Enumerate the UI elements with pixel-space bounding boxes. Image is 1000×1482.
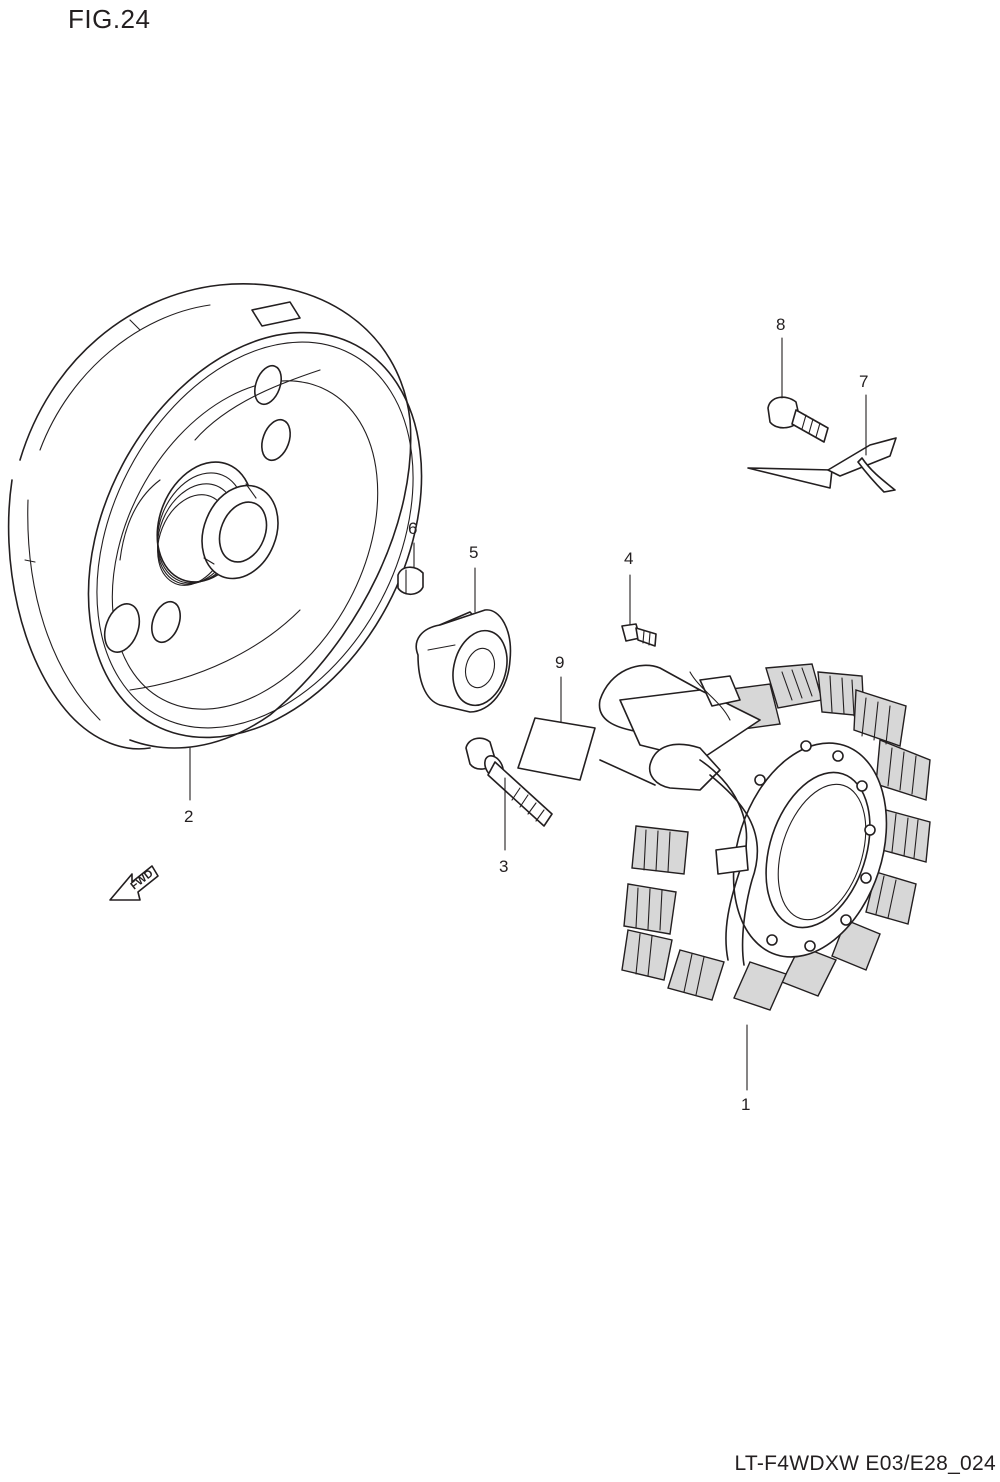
screw[interactable] (621, 623, 657, 647)
figure-title: FIG.24 (68, 4, 151, 34)
callout-6: 6 (408, 519, 417, 538)
callout-numbers: 1 2 3 4 5 6 7 8 9 (184, 315, 868, 1114)
clamp-bolt[interactable] (767, 396, 829, 443)
label[interactable] (517, 717, 596, 781)
callout-1: 1 (741, 1095, 750, 1114)
callout-5: 5 (469, 543, 478, 562)
callout-2: 2 (184, 807, 193, 826)
forward-arrow-icon (109, 865, 159, 901)
flywheel-rotor[interactable] (7, 275, 489, 796)
stator-assembly[interactable] (598, 663, 931, 1011)
direction-badge: FWD (109, 865, 159, 901)
callout-7: 7 (859, 372, 868, 391)
leader-lines (189, 337, 867, 1091)
callout-3: 3 (499, 857, 508, 876)
starter-clutch-gear[interactable] (415, 609, 515, 713)
wire-clamp[interactable] (747, 437, 897, 493)
callout-4: 4 (624, 549, 633, 568)
callout-9: 9 (555, 653, 564, 672)
drawing-id: LT-F4WDXW E03/E28_024 (734, 1452, 996, 1475)
woodruff-key[interactable] (397, 566, 424, 596)
callout-8: 8 (776, 315, 785, 334)
stator-bolt[interactable] (465, 737, 553, 827)
